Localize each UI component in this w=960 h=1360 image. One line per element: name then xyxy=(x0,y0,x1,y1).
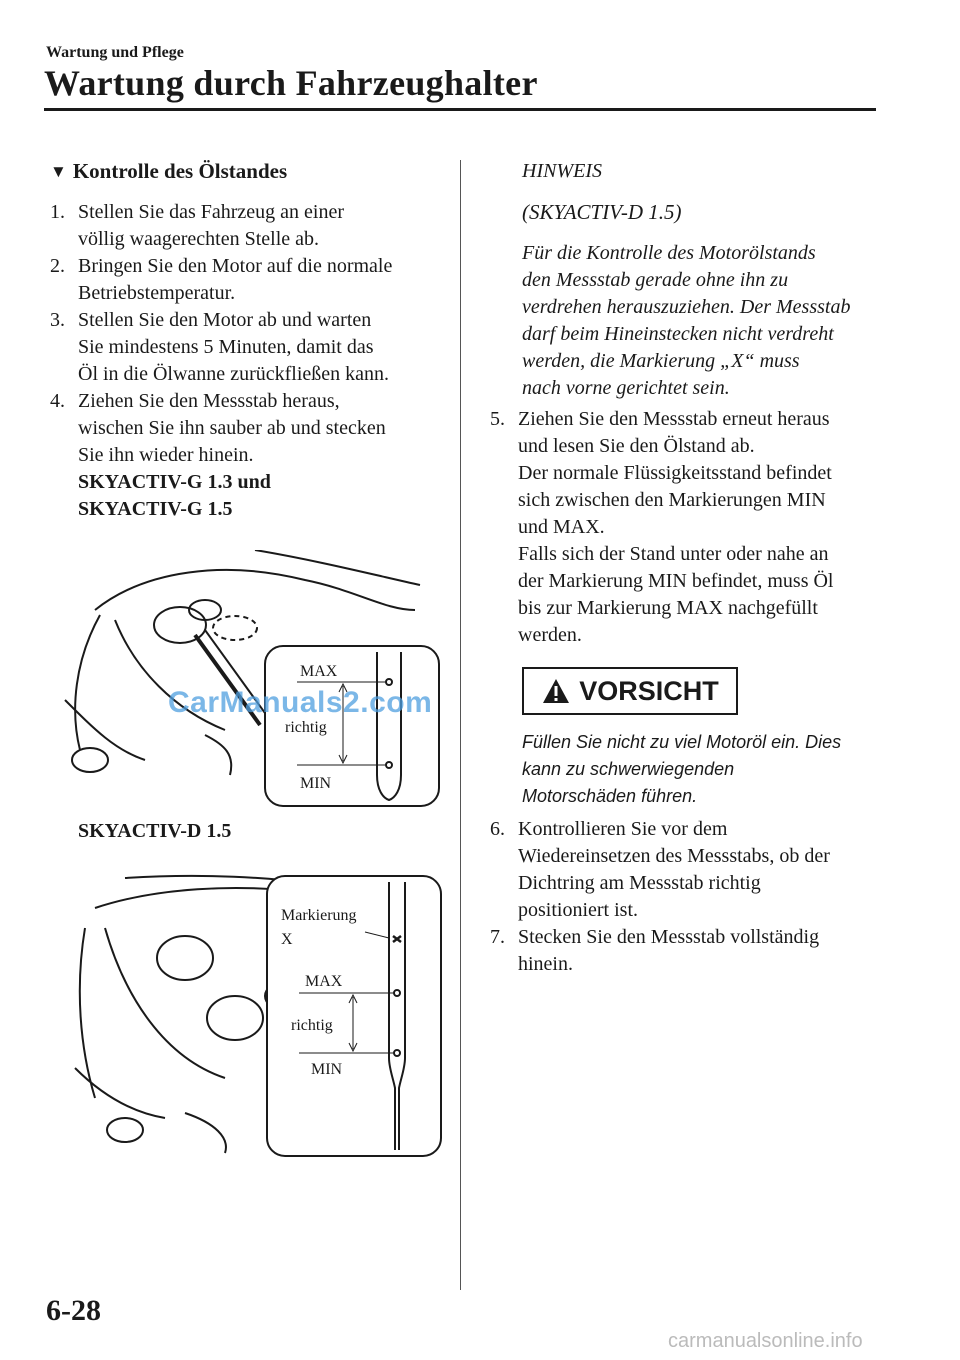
step-number: 7. xyxy=(490,926,505,948)
step-number: 2. xyxy=(50,255,65,277)
step-line: Ziehen Sie den Messstab erneut heraus xyxy=(518,408,830,430)
variant-label: SKYACTIV-G 1.5 xyxy=(78,498,233,520)
step-7: 7. Stecken Sie den Messstab vollständig … xyxy=(490,924,890,978)
label-max: MAX xyxy=(305,973,343,990)
figure-dipstick-diesel: Markierung X MAX richtig MIN xyxy=(74,874,442,1157)
step-line: positioniert ist. xyxy=(518,899,638,921)
step-line: sich zwischen den Markierungen MIN xyxy=(518,489,826,511)
section-heading-text: Kontrolle des Ölstandes xyxy=(72,159,288,183)
note-line: verdrehen herauszuziehen. Der Messstab xyxy=(522,296,851,318)
step-line: Bringen Sie den Motor auf die normale xyxy=(78,255,393,277)
label-markierung: Markierung xyxy=(281,907,357,924)
engine-cover-drawing xyxy=(64,550,421,776)
dipstick-drawing xyxy=(297,652,402,802)
figure-dipstick-gasoline: MAX richtig MIN xyxy=(64,550,440,807)
warning-box: VORSICHT xyxy=(522,667,738,715)
step-line: und MAX. xyxy=(518,516,605,538)
step-line: Öl in die Ölwanne zurückfließen kann. xyxy=(78,363,390,385)
page-title: Wartung durch Fahrzeughalter xyxy=(44,63,538,103)
section-heading: ▼ Kontrolle des Ölstandes xyxy=(50,158,450,185)
step-line: Stecken Sie den Messstab vollständig xyxy=(518,926,820,948)
step-line: Sie mindestens 5 Minuten, damit das xyxy=(78,336,374,358)
step-line: Wiedereinsetzen des Messstabs, ob der xyxy=(518,845,830,867)
note-subtitle: (SKYACTIV-D 1.5) xyxy=(522,200,682,224)
note-block: HINWEIS (SKYACTIV-D 1.5) Für die Kontrol… xyxy=(490,158,890,402)
column-divider xyxy=(460,160,461,1290)
warning-line: Motorschäden führen. xyxy=(522,786,698,806)
dipstick-callout xyxy=(264,645,440,807)
label-min: MIN xyxy=(300,775,332,792)
step-2: 2. Bringen Sie den Motor auf die normale… xyxy=(50,253,450,307)
label-max: MAX xyxy=(300,663,338,680)
step-line: Kontrollieren Sie vor dem xyxy=(518,818,728,840)
note-title: HINWEIS xyxy=(522,160,602,182)
step-number: 3. xyxy=(50,309,65,331)
header-divider xyxy=(44,108,876,111)
label-richtig: richtig xyxy=(291,1017,333,1034)
step-line: werden. xyxy=(518,624,582,646)
step-number: 4. xyxy=(50,390,65,412)
footer-watermark: carmanualsonline.info xyxy=(668,1330,863,1352)
step-line: wischen Sie ihn sauber ab und stecken xyxy=(78,417,386,439)
dipstick-callout xyxy=(266,875,442,1157)
note-line: Für die Kontrolle des Motorölstands xyxy=(522,242,816,264)
warning-label: VORSICHT xyxy=(579,675,719,706)
step-line: völlig waagerechten Stelle ab. xyxy=(78,228,320,250)
step-3: 3. Stellen Sie den Motor ab und warten S… xyxy=(50,307,450,388)
warning-text: Füllen Sie nicht zu viel Motoröl ein. Di… xyxy=(490,729,890,810)
step-5: 5. Ziehen Sie den Messstab erneut heraus… xyxy=(490,406,890,649)
warning-line: Füllen Sie nicht zu viel Motoröl ein. Di… xyxy=(522,732,842,752)
step-number: 1. xyxy=(50,201,65,223)
step-6: 6. Kontrollieren Sie vor dem Wiedereinse… xyxy=(490,816,890,924)
variant-label-diesel: SKYACTIV-D 1.5 xyxy=(78,820,232,842)
note-line: darf beim Hineinstecken nicht verdreht xyxy=(522,323,834,345)
step-line: Stellen Sie das Fahrzeug an einer xyxy=(78,201,345,223)
watermark: CarManuals2.com xyxy=(168,686,433,719)
dipstick-drawing xyxy=(299,882,406,1150)
step-line: Dichtring am Messstab richtig xyxy=(518,872,761,894)
step-number: 5. xyxy=(490,408,505,430)
step-1: 1. Stellen Sie das Fahrzeug an einer völ… xyxy=(50,199,450,253)
label-richtig: richtig xyxy=(285,719,327,736)
warning-line: kann zu schwerwiegenden xyxy=(522,759,735,779)
step-line: Sie ihn wieder hinein. xyxy=(78,444,254,466)
label-x: X xyxy=(281,931,293,948)
page-number: 6-28 xyxy=(46,1294,101,1327)
variant-label: SKYACTIV-G 1.3 und xyxy=(78,471,271,493)
section-header: Wartung und Pflege xyxy=(46,44,184,61)
step-line: und lesen Sie den Ölstand ab. xyxy=(518,435,755,457)
label-min: MIN xyxy=(311,1061,343,1078)
step-line: hinein. xyxy=(518,953,573,975)
step-line: der Markierung MIN befindet, muss Öl xyxy=(518,570,834,592)
step-line: Stellen Sie den Motor ab und warten xyxy=(78,309,372,331)
note-line: werden, die Markierung „X“ muss xyxy=(522,350,800,372)
step-4: 4. Ziehen Sie den Messstab heraus, wisch… xyxy=(50,388,450,523)
step-number: 6. xyxy=(490,818,505,840)
step-line: bis zur Markierung MAX nachgefüllt xyxy=(518,597,818,619)
step-line: Ziehen Sie den Messstab heraus, xyxy=(78,390,340,412)
right-column: HINWEIS (SKYACTIV-D 1.5) Für die Kontrol… xyxy=(490,158,890,978)
note-line: nach vorne gerichtet sein. xyxy=(522,377,730,399)
step-line: Der normale Flüssigkeitsstand befindet xyxy=(518,462,832,484)
note-line: den Messstab gerade ohne ihn zu xyxy=(522,269,789,291)
warning-triangle-icon xyxy=(543,679,570,703)
left-column: ▼ Kontrolle des Ölstandes 1. Stellen Sie… xyxy=(50,158,450,523)
triangle-bullet-icon: ▼ xyxy=(50,162,67,181)
step-line: Betriebstemperatur. xyxy=(78,282,236,304)
step-line: Falls sich der Stand unter oder nahe an xyxy=(518,543,829,565)
